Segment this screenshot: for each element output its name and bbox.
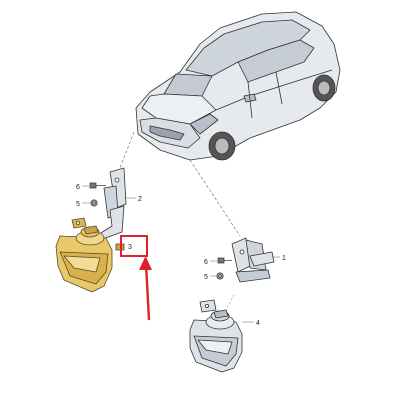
leader-horn-lower-link <box>225 294 235 311</box>
callout-bracket-upper: 2 <box>138 196 142 203</box>
callout-bolt-upper: 6 <box>76 184 80 191</box>
callout-horn-highlighted: 3 <box>128 244 132 251</box>
bolt-lower-icon <box>217 257 232 264</box>
horn-lower-icon <box>189 299 243 373</box>
callout-bolt-lower: 6 <box>204 259 208 266</box>
callout-nut-upper: 5 <box>76 201 80 208</box>
highlight-box <box>120 235 148 257</box>
highlight-arrow-icon <box>139 256 152 321</box>
car-icon <box>135 11 341 161</box>
bracket-upper-icon <box>95 167 127 241</box>
callout-horn-lower: 4 <box>256 320 260 327</box>
callout-nut-lower: 5 <box>204 274 208 281</box>
bracket-lower-icon <box>231 237 275 283</box>
nut-upper-icon <box>90 199 98 207</box>
bolt-upper-icon <box>89 182 106 189</box>
callout-bracket-lower: 1 <box>282 255 286 262</box>
nut-lower-icon <box>216 272 224 280</box>
